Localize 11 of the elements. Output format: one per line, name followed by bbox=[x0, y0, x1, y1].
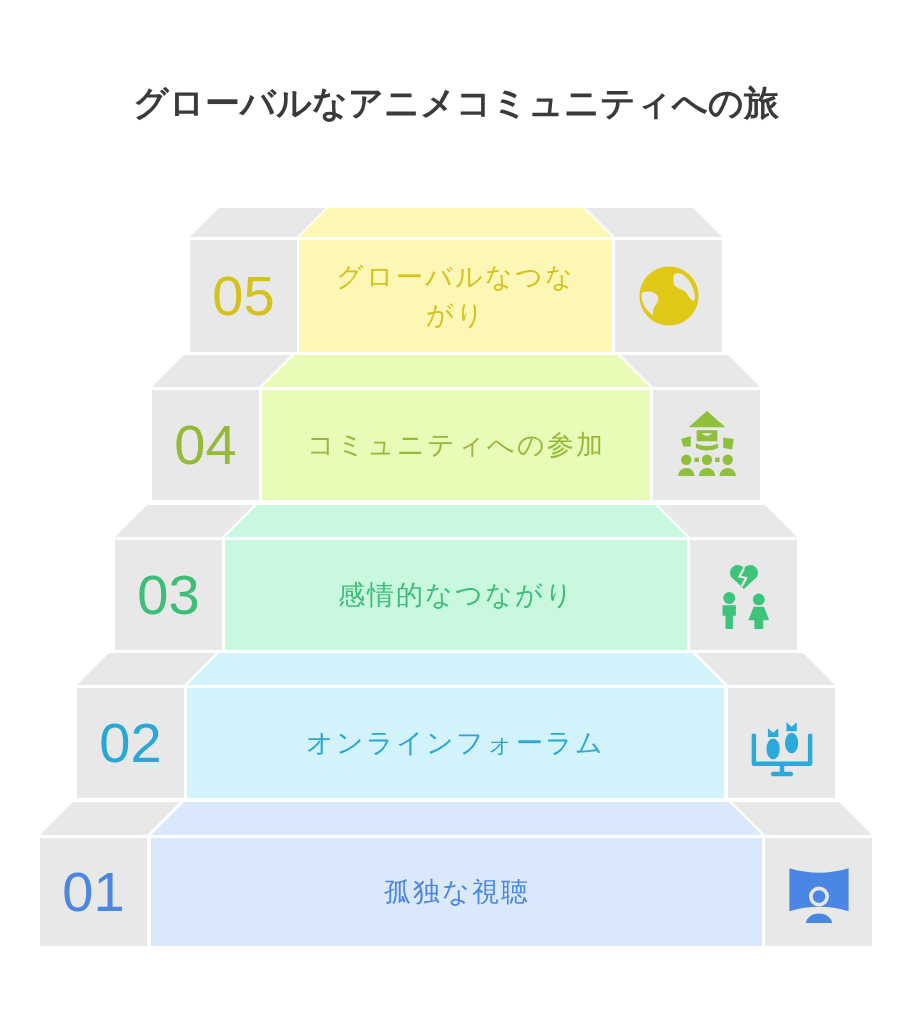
step-number: 05 bbox=[212, 268, 275, 324]
step-label: 孤独な視聴 bbox=[383, 875, 530, 910]
step-label: コミュニティへの参加 bbox=[307, 428, 605, 463]
step-label: 感情的なつながり bbox=[337, 578, 575, 613]
title: グローバルなアニメコミュニティへの旅 bbox=[133, 82, 779, 124]
step-number: 03 bbox=[137, 567, 200, 623]
step-label: オンラインフォーラム bbox=[306, 726, 605, 761]
step-number: 02 bbox=[99, 715, 162, 771]
step-number: 04 bbox=[174, 417, 237, 473]
step-label: グローバルなつながり bbox=[335, 260, 576, 332]
step-number: 01 bbox=[62, 864, 125, 920]
